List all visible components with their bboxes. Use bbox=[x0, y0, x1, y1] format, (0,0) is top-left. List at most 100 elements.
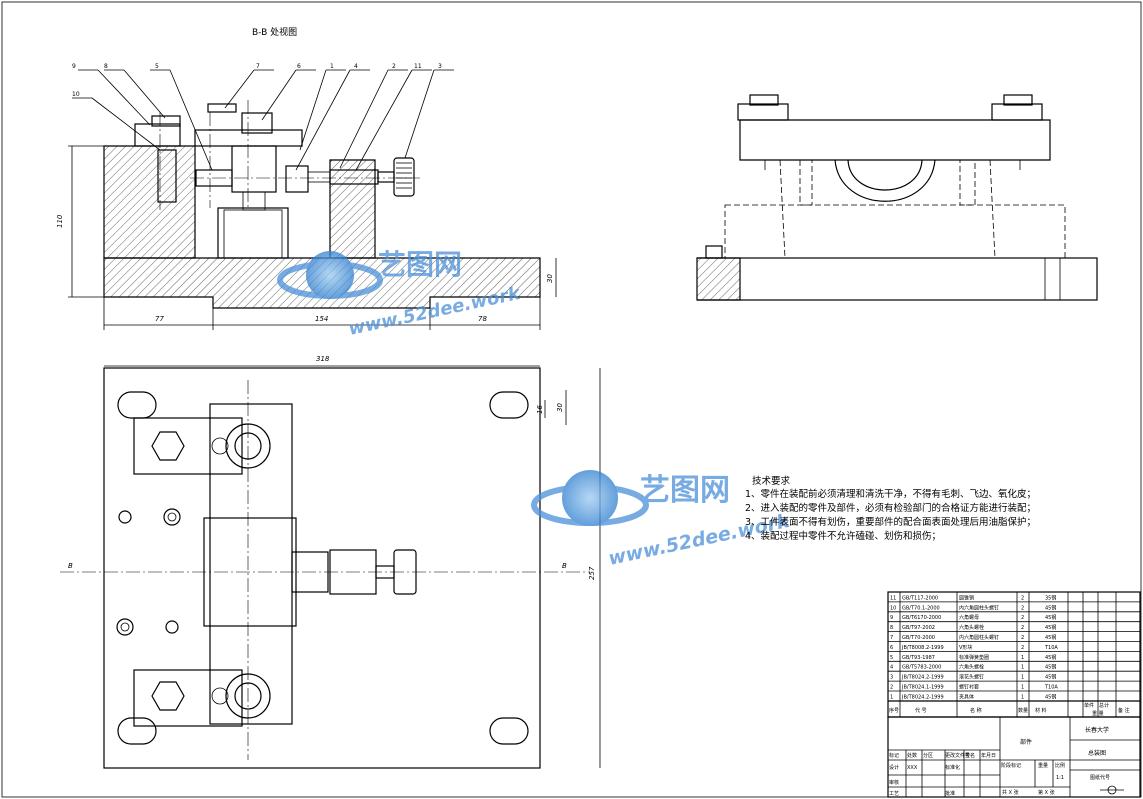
tb-sign-label: 签名 bbox=[965, 752, 975, 759]
tb-process-label: 工艺 bbox=[889, 791, 899, 797]
bom-cell-mat: T10A bbox=[1044, 645, 1058, 651]
bom-cell-qty: 1 bbox=[1021, 685, 1024, 691]
bom-cell-no: 11 bbox=[890, 595, 896, 601]
callout-3: 3 bbox=[438, 63, 442, 70]
tech-requirements: 技术要求 1、零件在装配前必须清理和清洗干净，不得有毛刺、飞边、氧化皮； 2、进… bbox=[745, 475, 1036, 542]
callout-8: 8 bbox=[104, 63, 108, 70]
bom-cell-code: GB/T97-2002 bbox=[902, 625, 935, 631]
bom-cell-mat: 45钢 bbox=[1045, 604, 1056, 611]
watermark-logo-top: 艺图网 bbox=[378, 248, 462, 281]
callout-6: 6 bbox=[297, 63, 301, 70]
bom-cell-name: 六角头螺栓 bbox=[959, 664, 984, 671]
bom-cell-code: GB/T70-2000 bbox=[902, 635, 935, 641]
tb-drawing-no-label: 图纸代号 bbox=[1090, 774, 1110, 781]
bom-hdr-qty: 数量 bbox=[1018, 707, 1028, 714]
bom-hdr-mat: 材 料 bbox=[1035, 707, 1047, 714]
bom-cell-mat: 45钢 bbox=[1045, 614, 1056, 621]
bom-cell-code: GB/T6170-2000 bbox=[902, 615, 941, 621]
dim-base-height: 30 bbox=[546, 274, 554, 283]
bom-hdr-code: 代 号 bbox=[915, 707, 927, 714]
bom-cell-mat: 45钢 bbox=[1045, 664, 1056, 671]
section-mark-left: B bbox=[68, 562, 73, 570]
tech-item-2: 2、进入装配的零件及部件，必须有检验部门的合格证方能进行装配； bbox=[745, 502, 1036, 514]
dim-slot-a: 30 bbox=[556, 403, 564, 412]
tb-zone-label: 分区 bbox=[923, 752, 933, 759]
tech-item-1: 1、零件在装配前必须清理和清洗干净，不得有毛刺、飞边、氧化皮； bbox=[745, 488, 1036, 500]
tb-date-label: 年月日 bbox=[981, 752, 996, 759]
bom-cell-no: 1 bbox=[890, 694, 893, 700]
projection-symbol-icon bbox=[1100, 785, 1124, 795]
bom-cell-qty: 2 bbox=[1021, 605, 1024, 611]
tb-design-label: 设计 bbox=[889, 764, 899, 771]
bom-cell-no: 5 bbox=[890, 655, 893, 661]
plan-view: B B 318 257 30 16 bbox=[60, 355, 601, 769]
bom-cell-no: 8 bbox=[890, 625, 893, 631]
bom-hdr-remark: 备 注 bbox=[1118, 707, 1130, 714]
bom-cell-code: JB/T8024.2-1999 bbox=[901, 675, 944, 681]
callout-7: 7 bbox=[256, 63, 260, 70]
tb-drawing-name: 总装图 bbox=[1088, 749, 1106, 757]
tb-change-label: 更改文件号 bbox=[945, 752, 970, 759]
dim-height: 110 bbox=[56, 214, 64, 228]
tb-count-label: 处数 bbox=[907, 752, 917, 759]
bom-cell-mat: 35钢 bbox=[1045, 594, 1056, 601]
bom-cell-name: V形块 bbox=[959, 644, 972, 651]
bom-cell-no: 4 bbox=[890, 665, 893, 671]
callout-5: 5 bbox=[155, 63, 159, 70]
tech-title: 技术要求 bbox=[752, 475, 791, 487]
tb-mark-label: 标记 bbox=[889, 752, 899, 759]
dim-mid: 154 bbox=[315, 315, 328, 323]
callout-11: 11 bbox=[414, 63, 422, 70]
bom-cell-code: GB/T117-2000 bbox=[902, 595, 938, 601]
bom-cell-no: 9 bbox=[890, 615, 893, 621]
bom-hdr-unit: 单件 bbox=[1084, 702, 1094, 709]
dim-slot-b: 16 bbox=[536, 405, 544, 414]
bom-cell-mat: 45钢 bbox=[1045, 624, 1056, 631]
bom-cell-code: GB/T5783-2000 bbox=[902, 665, 941, 671]
bom-cell-name: 夹具体 bbox=[959, 693, 974, 700]
bom-cell-qty: 2 bbox=[1021, 625, 1024, 631]
tb-weight-label: 重量 bbox=[1038, 762, 1048, 769]
bom-cell-mat: 45钢 bbox=[1045, 693, 1056, 700]
tech-item-4: 4、装配过程中零件不允许磕碰、划伤和损伤； bbox=[745, 530, 941, 542]
bom-cell-name: 内六角圆柱头螺钉 bbox=[959, 604, 999, 611]
bom-hdr-name: 名 称 bbox=[970, 707, 982, 714]
bom-cell-qty: 1 bbox=[1021, 665, 1024, 671]
tb-std-label: 标准化 bbox=[945, 764, 960, 771]
bom-cell-no: 2 bbox=[890, 685, 893, 691]
dim-width-total: 318 bbox=[316, 355, 330, 363]
bom-cell-code: JB/T8008.2-1999 bbox=[901, 645, 944, 651]
tb-approve-label: 批准 bbox=[945, 790, 955, 797]
tb-sheet-total: 共 X 张 bbox=[1002, 789, 1019, 796]
bom-cell-no: 7 bbox=[890, 635, 893, 641]
title-block: 长春大学 部件 总装图 阶段标记 重量 比例 1:1 共 X 张 第 X 张 图… bbox=[887, 716, 1141, 798]
bom-cell-mat: T10A bbox=[1044, 685, 1058, 691]
bom-cell-name: 内六角圆柱头螺钉 bbox=[959, 634, 999, 641]
bom-cell-code: JB/T8024.2-1999 bbox=[901, 694, 944, 700]
bom-cell-name: 六角头螺栓 bbox=[959, 624, 984, 631]
callout-1: 1 bbox=[330, 63, 334, 70]
bom-cell-qty: 2 bbox=[1021, 615, 1024, 621]
tb-sheet-no: 第 X 张 bbox=[1038, 789, 1055, 796]
section-mark-right: B bbox=[562, 562, 567, 570]
bom-hdr-no: 序号 bbox=[889, 707, 899, 714]
bom-cell-qty: 2 bbox=[1021, 645, 1024, 651]
tech-item-3: 3、工件表面不得有划伤，重要部件的配合面表面处理后用油脂保护； bbox=[745, 516, 1036, 528]
bom-cell-qty: 1 bbox=[1021, 655, 1024, 661]
tb-review-label: 审核 bbox=[889, 779, 899, 786]
bom-cell-mat: 45钢 bbox=[1045, 674, 1056, 681]
bom-cell-no: 3 bbox=[890, 675, 893, 681]
bom-cell-qty: 1 bbox=[1021, 694, 1024, 700]
dim-left: 77 bbox=[155, 315, 164, 323]
bom-cell-qty: 2 bbox=[1021, 635, 1024, 641]
bom-cell-name: 标准弹簧垫圈 bbox=[959, 654, 989, 661]
bom-cell-name: 六角螺母 bbox=[959, 614, 979, 621]
view-title: B-B 处视图 bbox=[252, 26, 297, 38]
bom-cell-no: 10 bbox=[890, 605, 896, 611]
callout-2: 2 bbox=[392, 63, 396, 70]
tb-scale-label: 比例 bbox=[1055, 762, 1065, 769]
